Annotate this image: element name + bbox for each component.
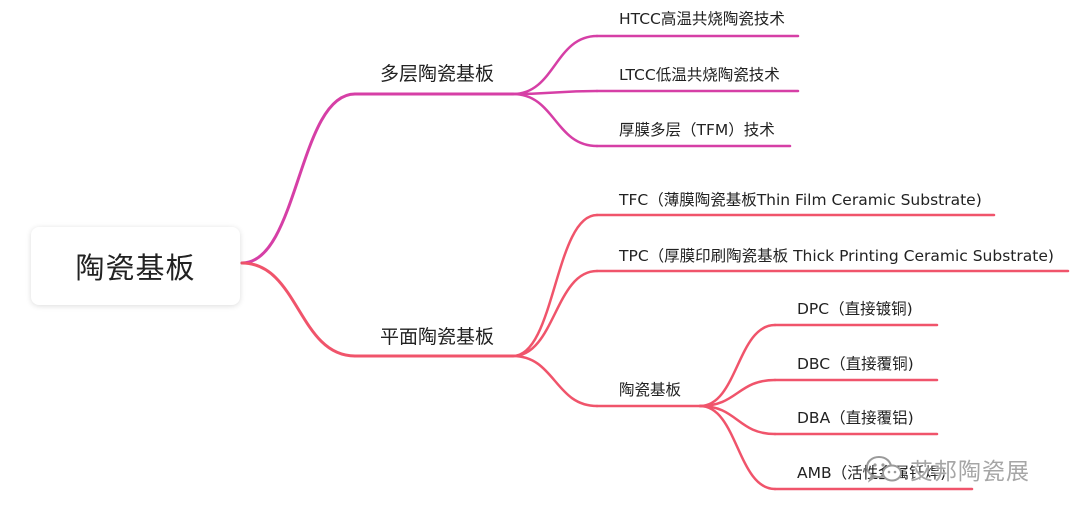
connector-multilayer-htcc <box>511 34 599 96</box>
connector-multilayer-tfm <box>511 92 599 148</box>
node-dba[interactable]: DBA（直接覆铝) <box>797 409 914 427</box>
node-htcc[interactable]: HTCC高温共烧陶瓷技术 <box>619 10 785 28</box>
connector-ceramic-dbc <box>698 378 777 408</box>
node-ceramic-substrate[interactable]: 陶瓷基板 <box>619 381 682 399</box>
branch-multilayer-label[interactable]: 多层陶瓷基板 <box>380 63 495 85</box>
watermark: 艾邦陶瓷展 <box>864 452 1030 486</box>
branch-planar-label[interactable]: 平面陶瓷基板 <box>380 326 495 348</box>
watermark-text: 艾邦陶瓷展 <box>910 459 1030 485</box>
connector-ceramic-dba <box>698 404 777 436</box>
node-tfm[interactable]: 厚膜多层（TFM）技术 <box>619 121 775 139</box>
node-ltcc[interactable]: LTCC低温共烧陶瓷技术 <box>619 66 780 84</box>
node-tpc[interactable]: TPC（厚膜印刷陶瓷基板 Thick Printing Ceramic Subs… <box>619 247 1054 265</box>
connector-planar-tpc <box>511 269 599 358</box>
connector-planar-ceramic <box>511 354 599 408</box>
node-amb[interactable]: AMB（活性金属钎焊) <box>797 464 947 482</box>
connector-multilayer-ltcc <box>511 89 599 96</box>
connector-root-planar <box>240 261 357 358</box>
node-dbc[interactable]: DBC（直接覆铜) <box>797 355 914 373</box>
connector-planar-tfc <box>511 213 599 358</box>
node-tfc[interactable]: TFC（薄膜陶瓷基板Thin Film Ceramic Substrate) <box>619 191 982 209</box>
root-node[interactable]: 陶瓷基板 <box>31 227 240 305</box>
connector-ceramic-amb <box>698 404 777 491</box>
node-dpc[interactable]: DPC（直接镀铜) <box>797 300 913 318</box>
connector-ceramic-dpc <box>698 323 777 408</box>
root-label: 陶瓷基板 <box>75 251 196 285</box>
wechat-icon <box>866 456 902 483</box>
connector-root-multilayer <box>240 92 357 265</box>
